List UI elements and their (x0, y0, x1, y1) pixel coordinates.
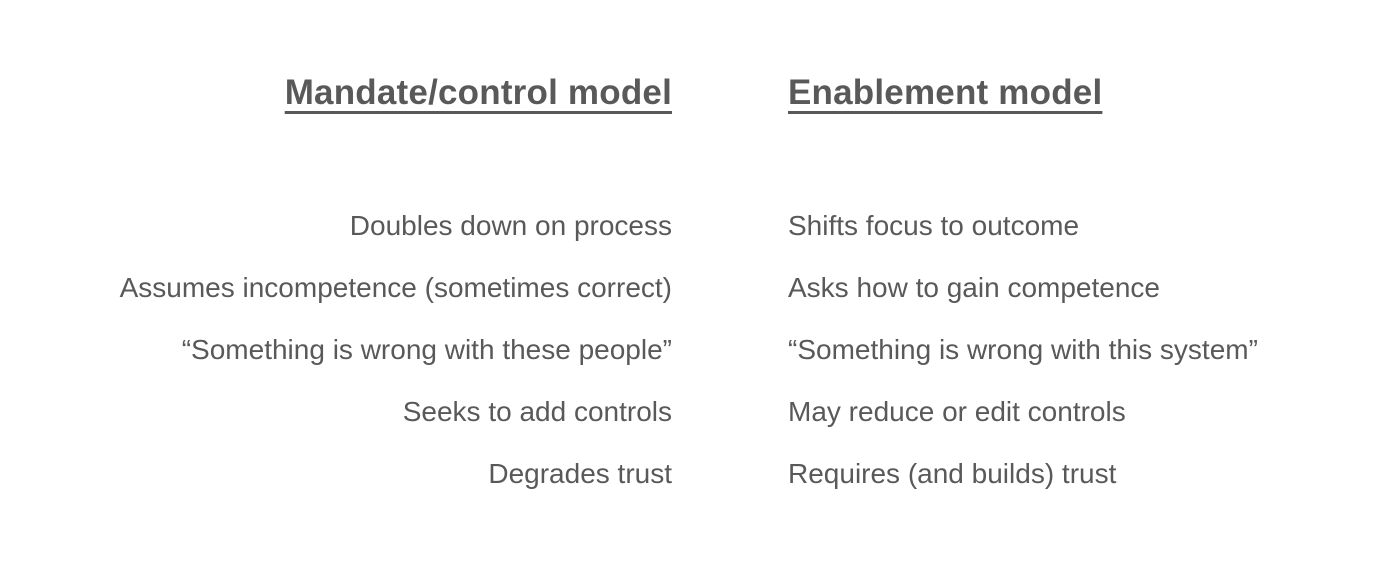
list-item: Degrades trust (488, 458, 672, 489)
list-item: Doubles down on process (349, 210, 672, 241)
list-item: Shifts focus to outcome (788, 210, 1080, 241)
list-item: “Something is wrong with these people” (181, 334, 672, 365)
list-item: Requires (and builds) trust (788, 458, 1117, 489)
mandate-control-heading: Mandate/control model (284, 73, 672, 112)
list-item: Seeks to add controls (402, 396, 672, 427)
list-item: May reduce or edit controls (788, 396, 1126, 427)
enablement-items: Shifts focus to outcome Asks how to gain… (788, 195, 1388, 505)
column-enablement: Enablement model Shifts focus to outcome… (788, 70, 1388, 576)
list-item: Assumes incompetence (sometimes correct) (119, 272, 672, 303)
list-item: Asks how to gain competence (788, 272, 1160, 303)
enablement-heading: Enablement model (788, 73, 1103, 112)
list-item: “Something is wrong with this system” (788, 334, 1258, 365)
mandate-control-items: Doubles down on process Assumes incompet… (0, 195, 672, 505)
column-mandate-control: Mandate/control model Doubles down on pr… (0, 70, 672, 576)
